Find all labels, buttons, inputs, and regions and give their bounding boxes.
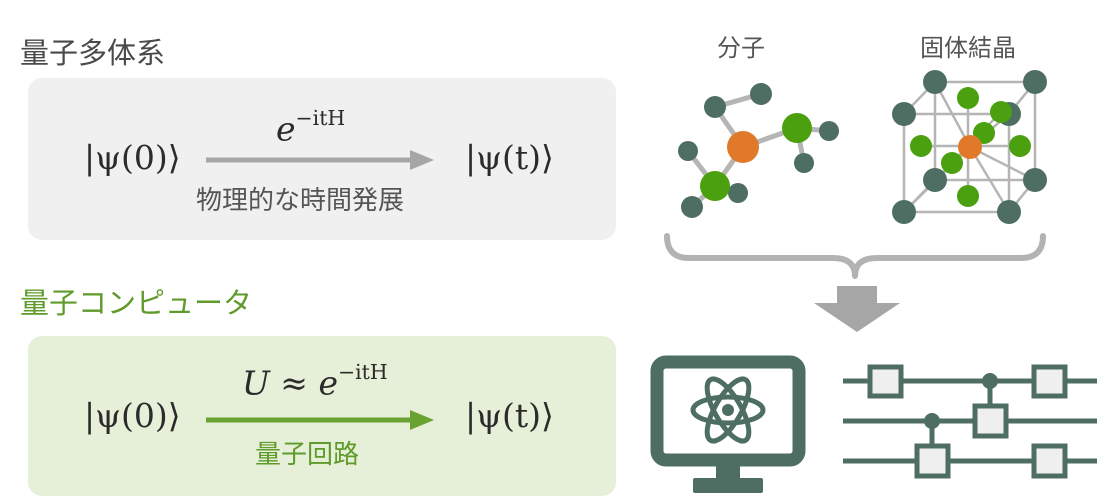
grouping-brace <box>664 233 1046 279</box>
operator-exponent: −itH <box>295 106 346 130</box>
qc-initial-state: |ψ(0)⟩ <box>84 396 181 435</box>
many-body-heading: 量子多体系 <box>20 36 166 70</box>
operator-base: e <box>276 109 296 149</box>
unitary-approximation: U ≈ e−itH <box>242 352 388 403</box>
quantum-circuit-icon <box>843 364 1097 479</box>
computer-atom-icon <box>650 355 806 493</box>
unitary-exponent: −itH <box>337 360 388 384</box>
quantum-computer-heading: 量子コンピュータ <box>20 286 253 320</box>
quantum-circuit-arrow <box>206 410 434 430</box>
physical-evolution-arrow <box>206 150 434 170</box>
initial-state: |ψ(0)⟩ <box>84 138 181 177</box>
down-arrow <box>814 286 900 332</box>
time-evolution-operator: e−itH <box>276 98 345 149</box>
unitary-lhs: U ≈ e <box>242 363 338 403</box>
quantum-circuit-caption: 量子回路 <box>255 440 360 470</box>
crystal-label: 固体結晶 <box>920 34 1016 62</box>
crystal-icon <box>892 70 1047 224</box>
quantum-circuit-panel <box>28 336 616 496</box>
molecule-icon <box>678 83 839 218</box>
molecule-label: 分子 <box>717 34 765 62</box>
final-state: |ψ(t)⟩ <box>465 138 554 177</box>
qc-final-state: |ψ(t)⟩ <box>465 396 554 435</box>
physical-evolution-caption: 物理的な時間発展 <box>196 186 405 216</box>
